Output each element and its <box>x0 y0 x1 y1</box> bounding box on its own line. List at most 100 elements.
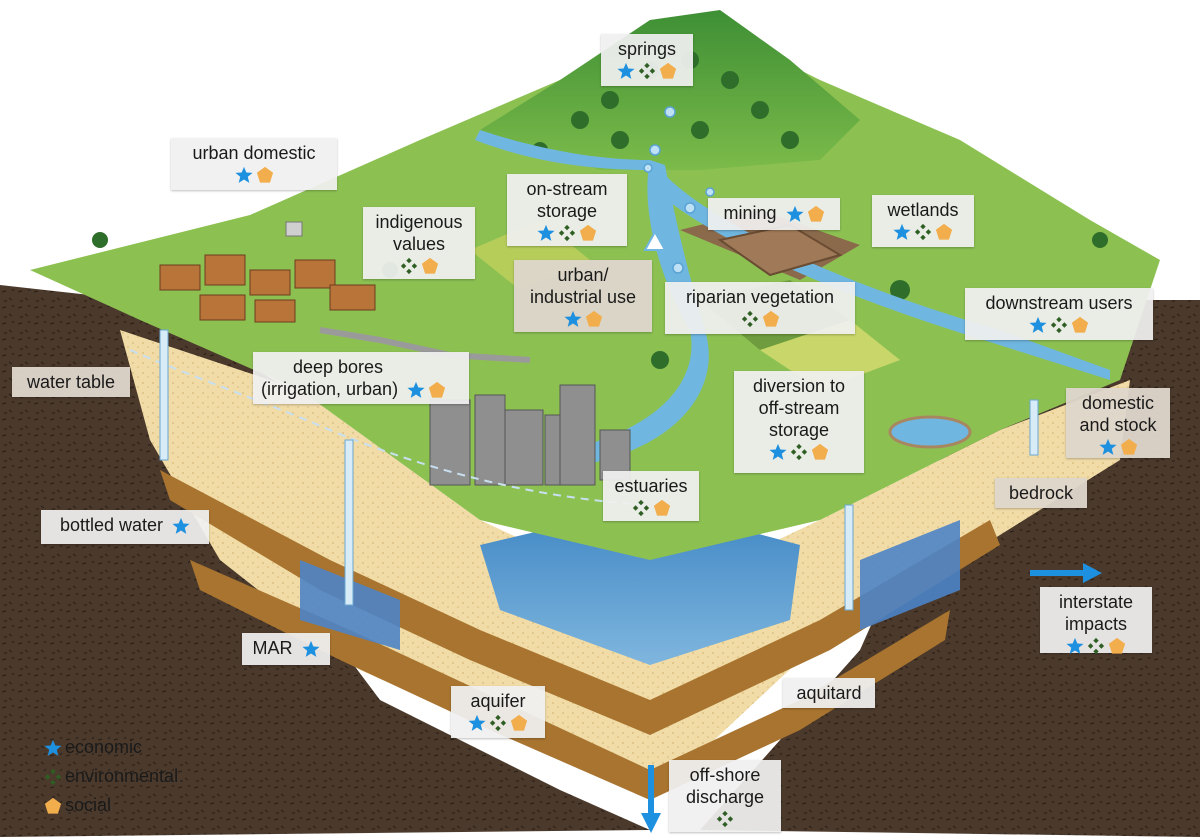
off-stream-pond <box>888 415 972 449</box>
callout-riparian-vegetation: riparian vegetation <box>665 282 855 334</box>
diamond-cluster-icon <box>1087 637 1105 655</box>
star-icon <box>301 641 320 658</box>
star-icon <box>44 739 62 756</box>
diamond-cluster-icon <box>914 223 932 241</box>
legend-social: social <box>44 791 178 820</box>
interstate-arrow-head <box>1083 563 1102 583</box>
diamond-cluster-icon <box>716 810 734 828</box>
indigenous-label-line1: indigenous <box>375 212 463 232</box>
diversion-label-line1: diversion to <box>752 376 846 396</box>
legend: economic environmental social <box>44 733 178 820</box>
indigenous-label-line2: values <box>392 234 446 254</box>
legend-economic-label: economic <box>65 737 143 757</box>
diamond-cluster-icon <box>489 714 507 732</box>
city <box>429 384 631 486</box>
springs-icons <box>609 62 685 80</box>
pentagon-icon <box>659 62 677 79</box>
callout-deep-bores: deep bores (irrigation, urban) <box>253 352 469 404</box>
estuaries-label: estuaries <box>614 476 688 496</box>
callout-domestic-stock: domestic and stock <box>1066 388 1170 458</box>
aquifer-water-right <box>860 520 960 630</box>
star-icon <box>1098 438 1117 455</box>
sea <box>480 505 800 665</box>
legend-environmental-label: environmental <box>65 766 179 786</box>
deep-bores-label-line2: (irrigation, urban) <box>261 379 399 399</box>
star-icon <box>1066 637 1084 654</box>
callout-water-table: water table <box>12 367 130 397</box>
on-stream-label-line1: on-stream <box>526 179 608 199</box>
callout-indigenous-values: indigenous values <box>363 207 475 279</box>
callout-wetlands: wetlands <box>872 195 974 247</box>
callout-downstream-users: downstream users <box>965 288 1153 340</box>
urban-industrial-label-line1: urban/ <box>557 265 609 285</box>
star-icon <box>769 443 787 460</box>
star-icon <box>563 310 582 327</box>
callout-diversion: diversion to off-stream storage <box>734 371 864 473</box>
pentagon-icon <box>428 382 446 398</box>
callout-offshore-discharge: off-shore discharge <box>669 760 781 832</box>
pentagon-icon <box>256 166 273 183</box>
urban-industrial-label-line2: industrial use <box>529 287 637 307</box>
star-icon <box>234 166 253 183</box>
diamond-cluster-icon <box>790 443 808 461</box>
pentagon-icon <box>1071 316 1089 333</box>
riparian-label: riparian vegetation <box>685 287 835 307</box>
mar-label: MAR <box>252 638 293 658</box>
callout-aquifer: aquifer <box>451 686 545 738</box>
dam-triangle <box>643 229 667 251</box>
downstream-label: downstream users <box>985 293 1133 313</box>
water-tower <box>285 221 303 237</box>
callout-urban-industrial: urban/ industrial use <box>514 260 652 332</box>
callout-estuaries: estuaries <box>603 471 699 521</box>
aquifer-label: aquifer <box>470 691 526 711</box>
pentagon-icon <box>1108 637 1126 654</box>
diversion-label-line2: off-stream <box>758 398 840 418</box>
wetlands-label: wetlands <box>887 200 959 220</box>
diamond-cluster-icon <box>400 257 417 275</box>
star-icon <box>785 206 804 223</box>
callout-mining: mining <box>708 198 840 230</box>
star-icon <box>407 382 425 399</box>
aquitard-label: aquitard <box>796 683 862 703</box>
domestic-stock-label-line1: domestic <box>1081 393 1155 413</box>
pentagon-icon <box>44 797 62 814</box>
star-icon <box>468 714 486 731</box>
legend-economic: economic <box>44 733 178 762</box>
callout-interstate-impacts: interstate impacts <box>1040 587 1152 655</box>
pentagon-icon <box>935 223 953 240</box>
pentagon-icon <box>653 499 670 516</box>
callout-on-stream-storage: on-stream storage <box>507 174 627 246</box>
star-icon <box>617 62 635 79</box>
domestic-stock-label-line2: and stock <box>1079 415 1157 435</box>
pentagon-icon <box>807 206 824 222</box>
pipeline <box>319 327 531 363</box>
offshore-label-line2: discharge <box>685 787 765 807</box>
mining-label: mining <box>723 203 777 223</box>
water-table-label: water table <box>26 372 116 392</box>
river <box>560 160 709 470</box>
urban-domestic-label: urban domestic <box>192 143 316 163</box>
town <box>159 254 376 323</box>
mine-pit <box>717 223 843 277</box>
on-stream-label-line2: storage <box>536 201 598 221</box>
pentagon-icon <box>585 310 602 327</box>
interstate-label-line1: interstate <box>1058 592 1134 612</box>
star-icon <box>172 518 190 535</box>
callout-aquitard: aquitard <box>783 678 875 708</box>
star-icon <box>1029 316 1047 333</box>
pentagon-icon <box>510 714 528 731</box>
aquitard-layer <box>160 470 1000 735</box>
legend-social-label: social <box>65 795 112 815</box>
callout-bottled-water: bottled water <box>41 510 209 544</box>
bottled-water-label: bottled water <box>59 515 164 535</box>
diamond-cluster-icon <box>44 768 62 785</box>
water-table-line <box>129 349 651 506</box>
callout-springs: springs <box>601 34 693 86</box>
interstate-label-line2: impacts <box>1064 614 1127 634</box>
diamond-cluster-icon <box>558 224 576 242</box>
diamond-cluster-icon <box>632 499 649 517</box>
bores <box>159 329 1039 611</box>
bedrock-label: bedrock <box>1008 483 1074 503</box>
